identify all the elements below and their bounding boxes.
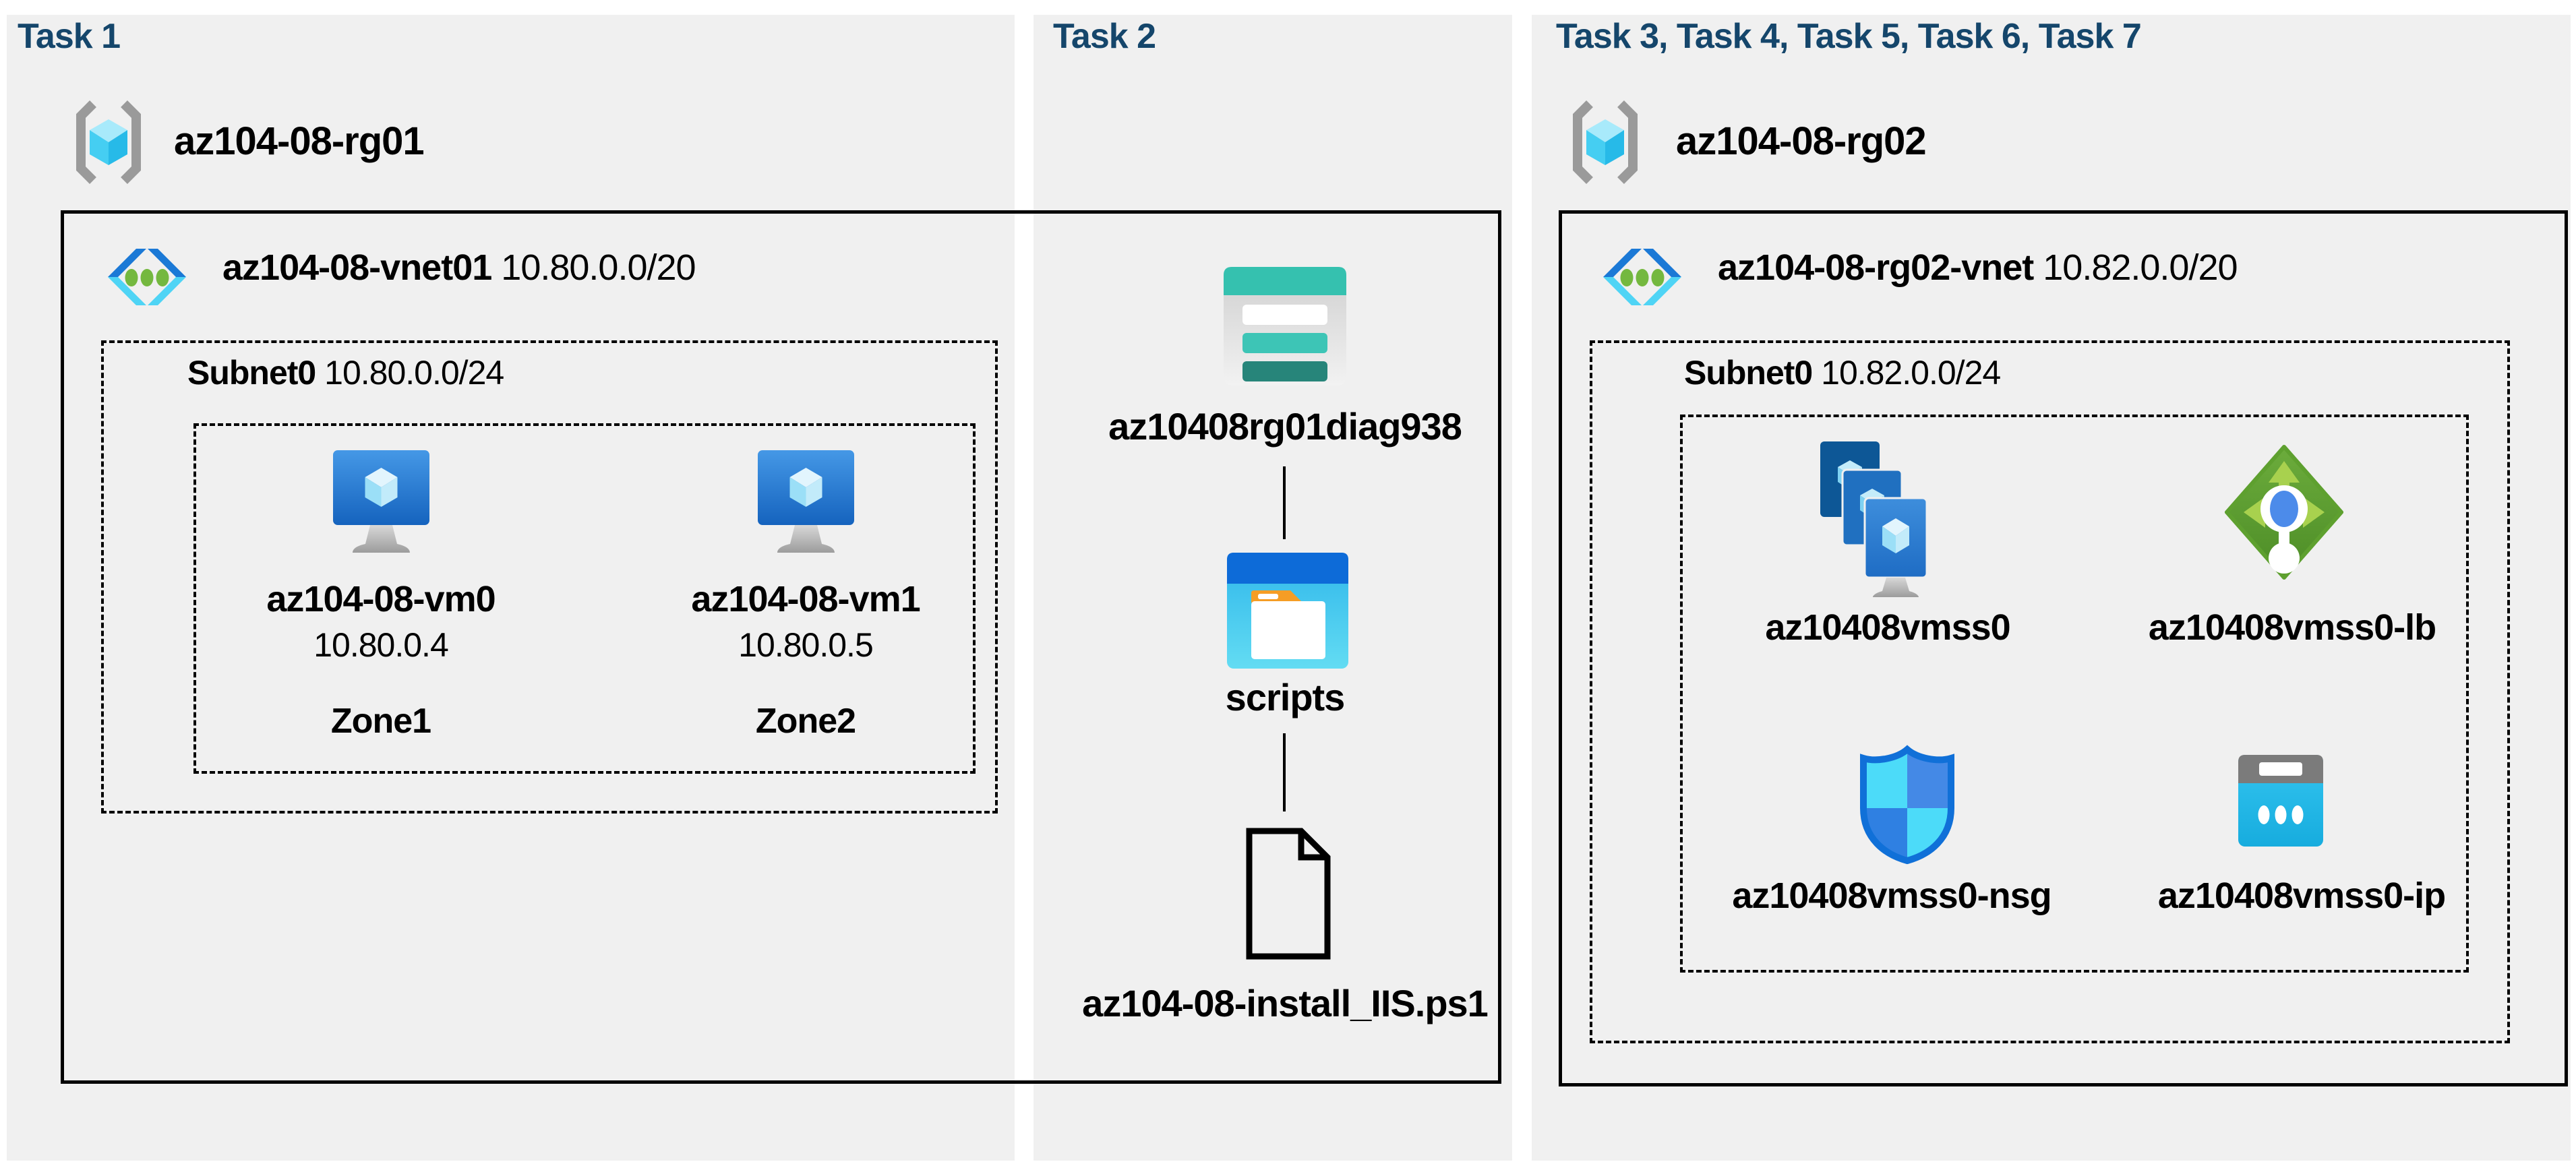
vm-scale-set-icon <box>1820 441 1948 600</box>
vnet01-name: az104-08-vnet01 <box>222 247 492 288</box>
network-security-group-icon <box>1855 744 1959 865</box>
subnet0-box-task1 <box>101 340 998 814</box>
subnet0-cidr: 10.80.0.0/24 <box>324 354 504 392</box>
task1-panel <box>7 15 1015 1161</box>
nsg-label: az10408vmss0-nsg <box>1732 876 2051 916</box>
vnet01-cidr: 10.80.0.0/20 <box>501 247 696 288</box>
subnet0-cidr: 10.82.0.0/24 <box>1821 354 2001 392</box>
storage-account-label: az10408rg01diag938 <box>1108 405 1462 448</box>
install-script-label: az104-08-install_IIS.ps1 <box>1082 982 1489 1024</box>
subnet0-label-task3: Subnet0 10.82.0.0/24 <box>1684 353 2001 392</box>
virtual-machine-icon <box>758 450 854 557</box>
rg01-label: az104-08-rg01 <box>174 119 425 163</box>
resource-group-icon <box>67 98 150 186</box>
rg02-vnet-box <box>1559 210 2568 1086</box>
vm0-ip: 10.80.0.4 <box>313 626 449 664</box>
subnet0-label-task1: Subnet0 10.80.0.0/24 <box>187 353 504 392</box>
task2-heading: Task 2 <box>1053 17 1156 56</box>
vmss-label: az10408vmss0 <box>1765 607 2010 648</box>
load-balancer-label: az10408vmss0-lb <box>2148 607 2436 648</box>
virtual-machine-icon <box>333 450 429 557</box>
vm0-zone: Zone1 <box>330 702 431 741</box>
subnet0-name: Subnet0 <box>1684 354 1813 392</box>
vm0-name: az104-08-vm0 <box>266 579 496 619</box>
resource-group-icon <box>1564 98 1646 186</box>
rg02-label: az104-08-rg02 <box>1676 119 1927 163</box>
vm1-ip: 10.80.0.5 <box>738 626 874 664</box>
connector-line <box>1283 733 1286 811</box>
rg02-vnet-name: az104-08-rg02-vnet <box>1718 247 2034 288</box>
rg02-vnet-cidr: 10.82.0.0/20 <box>2043 247 2238 288</box>
subnet0-box-task3 <box>1590 340 2510 1043</box>
connector-line <box>1283 466 1286 539</box>
vm1-zone: Zone2 <box>755 702 856 741</box>
public-ip-icon <box>2238 755 2323 847</box>
vnet01-label: az104-08-vnet01 10.80.0.0/20 <box>222 247 696 288</box>
task3-heading: Task 3, Task 4, Task 5, Task 6, Task 7 <box>1556 17 2142 56</box>
file-icon <box>1246 828 1331 960</box>
load-balancer-icon <box>2225 445 2343 580</box>
virtual-network-icon <box>100 243 194 311</box>
vm1-name: az104-08-vm1 <box>691 579 920 619</box>
blob-container-folder-icon <box>1227 553 1348 669</box>
task1-heading: Task 1 <box>18 17 121 56</box>
vm-zone-box <box>193 423 976 774</box>
vnet01-box <box>61 210 1501 1084</box>
public-ip-label: az10408vmss0-ip <box>2157 876 2446 916</box>
scripts-container-label: scripts <box>1225 676 1346 718</box>
storage-account-icon <box>1224 267 1346 386</box>
subnet0-name: Subnet0 <box>187 354 316 392</box>
task3-panel <box>1532 15 2571 1161</box>
rg02-vnet-label: az104-08-rg02-vnet 10.82.0.0/20 <box>1718 247 2238 288</box>
vmss-resources-box <box>1680 415 2469 973</box>
virtual-network-icon <box>1595 243 1689 311</box>
